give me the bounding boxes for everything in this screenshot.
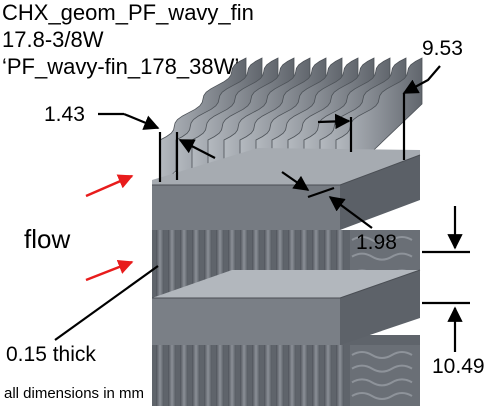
- fin-wave-highlight: [351, 392, 413, 400]
- middle-plate: [152, 269, 421, 345]
- dim-fin-pitch: 1.43: [44, 103, 85, 126]
- fin-slot: [252, 345, 260, 406]
- dim-fin-height: 9.53: [422, 37, 463, 60]
- title-line-3: ‘PF_wavy-fin_178_38W’: [2, 54, 240, 79]
- fin-slot: [168, 345, 176, 406]
- fin-slot: [216, 345, 224, 406]
- fin-slot: [168, 230, 176, 300]
- fin-slot: [156, 230, 164, 300]
- fin-slot: [312, 345, 320, 406]
- flow-label: flow: [24, 224, 71, 254]
- fin-slot: [240, 230, 248, 300]
- fin-slot: [264, 230, 272, 300]
- fin-slot: [324, 230, 332, 300]
- fin-slot: [216, 230, 224, 300]
- top-plate: [152, 148, 421, 230]
- fin-slot: [336, 230, 344, 300]
- title-line-1: CHX_geom_PF_wavy_fin: [2, 0, 254, 25]
- fin-slot: [312, 230, 320, 300]
- flow-arrow-lower: [85, 259, 134, 282]
- flow-arrows: [85, 174, 134, 282]
- fin-slot: [300, 230, 308, 300]
- dimension-lines: [54, 65, 470, 352]
- fin-wave-highlight: [351, 236, 413, 244]
- fin-wave-highlight: [351, 252, 413, 261]
- fin-slot: [336, 345, 344, 406]
- fin-slot: [204, 230, 212, 300]
- fin-stack-side: [350, 345, 420, 406]
- fin-slot: [192, 230, 200, 300]
- dim-plate-spacing: 10.49: [432, 355, 485, 378]
- fin-slot: [288, 230, 296, 300]
- units-note: all dimensions in mm: [4, 385, 145, 402]
- fin-slot: [180, 345, 188, 406]
- fin-slot: [264, 345, 272, 406]
- fin-slot: [180, 230, 188, 300]
- fin-slot: [228, 345, 236, 406]
- fin-slot: [276, 230, 284, 300]
- bottom-fin-stack: [152, 335, 420, 406]
- fin-slot: [276, 345, 284, 406]
- dim-wave-amplitude: 1.98: [356, 231, 397, 254]
- fin-wave-highlight: [351, 378, 413, 387]
- flow-arrow-upper: [85, 174, 134, 198]
- fin-slot: [288, 345, 296, 406]
- fin-wave-highlight: [351, 351, 413, 359]
- fin-slot: [204, 345, 212, 406]
- title-line-2: 17.8-3/8W: [2, 27, 104, 52]
- fin-slot: [240, 345, 248, 406]
- fin-slot: [156, 345, 164, 406]
- fin-slot: [300, 345, 308, 406]
- fin-slot: [252, 230, 260, 300]
- fin-slot: [228, 230, 236, 300]
- fin-wave-highlight: [351, 364, 413, 373]
- dim-fin-thickness: 0.15 thick: [6, 343, 96, 366]
- fin-slot: [192, 345, 200, 406]
- fin-slot: [324, 345, 332, 406]
